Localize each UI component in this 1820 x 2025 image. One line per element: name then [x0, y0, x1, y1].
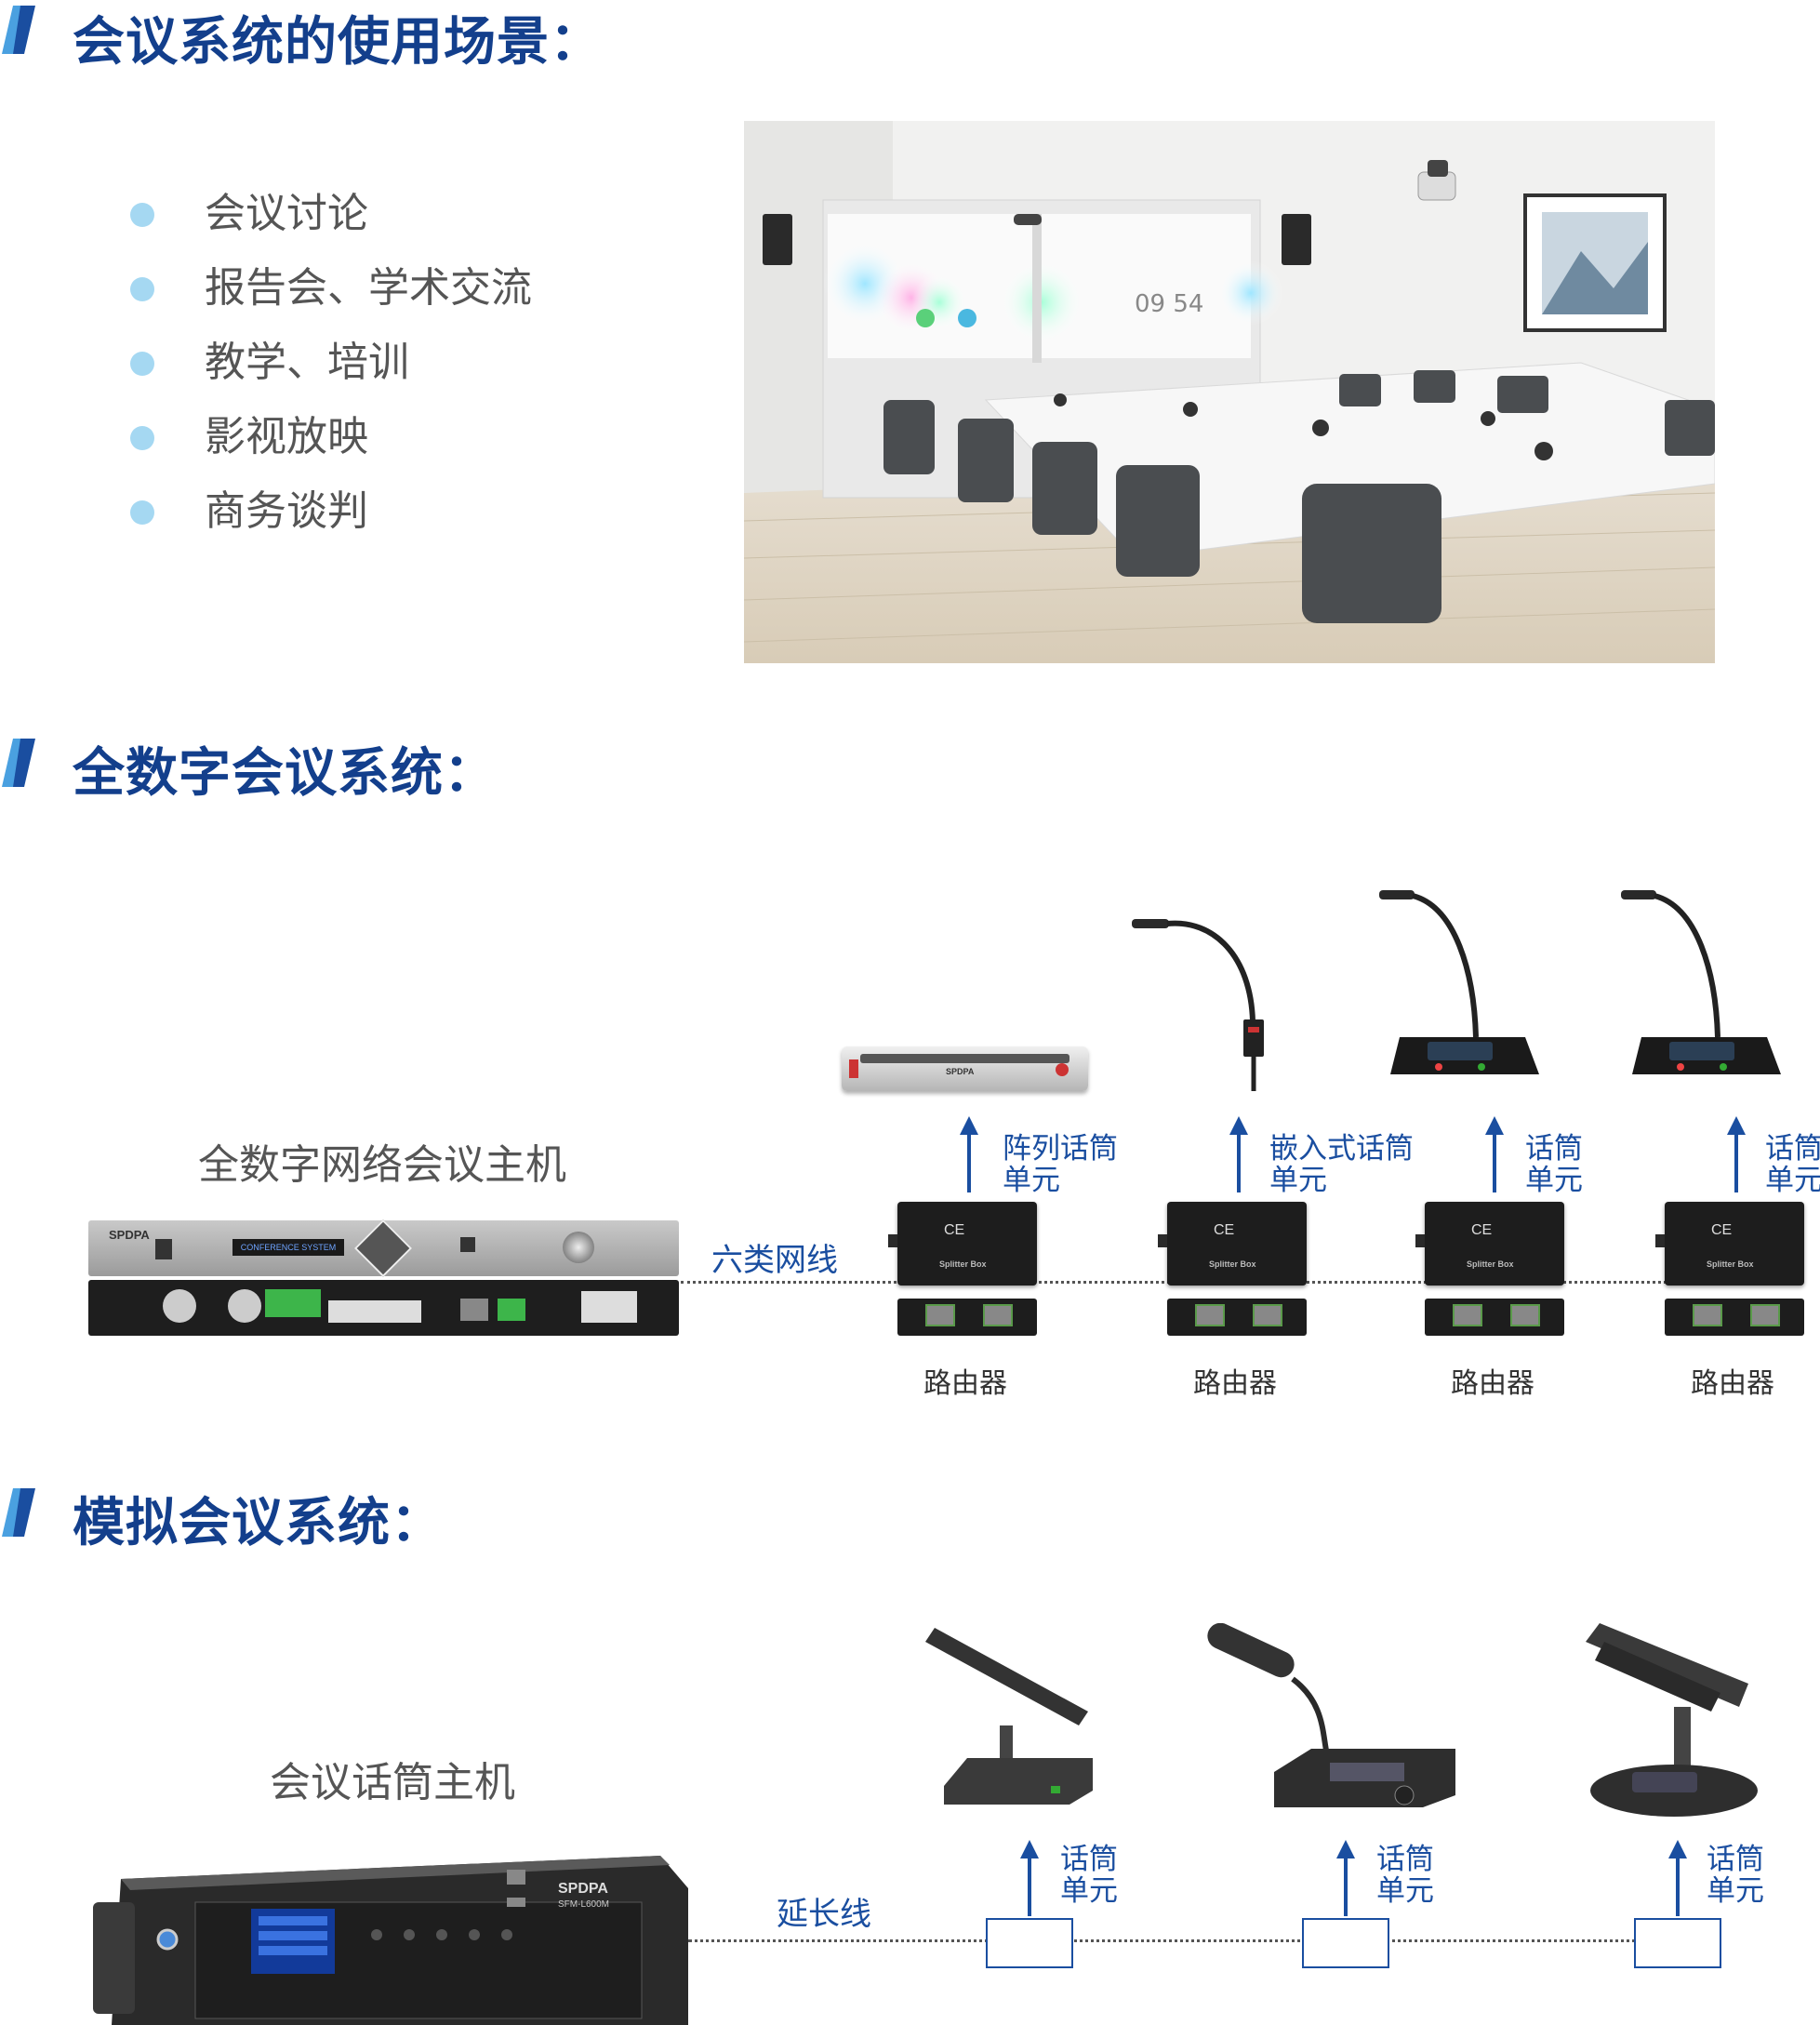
bullet-dot-icon [130, 500, 154, 525]
router-label: 路由器 [1451, 1367, 1534, 1400]
arrow-up-icon [960, 1116, 978, 1192]
desktop-mic-device [1621, 890, 1781, 1074]
embedded-mic-device [1132, 919, 1264, 1091]
router-base [897, 1299, 1037, 1336]
router-splitter-box: CE Splitter Box [888, 1202, 1037, 1286]
router-splitter-box: CE Splitter Box [1158, 1202, 1307, 1286]
section-title-digital: 全数字会议系统： [73, 743, 497, 804]
arrow-up-icon [1229, 1116, 1248, 1192]
router-base [1665, 1299, 1804, 1336]
router-base [1167, 1299, 1307, 1336]
bullet-dot-icon [130, 277, 154, 301]
arrow-up-icon [1727, 1116, 1746, 1192]
arrow-up-icon [1485, 1116, 1504, 1192]
analog-host-model: SFM-L600M [558, 1899, 609, 1910]
unit-label: 话筒 单元 [1525, 1132, 1583, 1197]
digital-cable-label: 六类网线 [711, 1242, 838, 1279]
analog-cable-line [688, 1939, 1720, 1942]
host-brand: SPDPA [109, 1228, 150, 1242]
mic-unit-box [1634, 1918, 1721, 1968]
list-item: 会议讨论 [130, 177, 532, 251]
arrow-up-icon [1020, 1840, 1039, 1916]
conference-room-image: 09 54 [744, 121, 1715, 663]
title-slash-icon [2, 6, 35, 54]
arrow-up-icon [1336, 1840, 1355, 1916]
analog-mic-device [1586, 1623, 1758, 1817]
list-item: 商务谈判 [130, 474, 532, 549]
bullet-dot-icon [130, 203, 154, 227]
analog-host-caption: 会议话筒主机 [270, 1759, 515, 1806]
host-display: CONFERENCE SYSTEM [232, 1239, 344, 1256]
section-title-scenarios: 会议系统的使用场景： [73, 12, 603, 73]
section-title-analog: 模拟会议系统： [73, 1493, 444, 1553]
bullet-dot-icon [130, 426, 154, 450]
analog-mic-device [1207, 1623, 1455, 1807]
unit-label: 话筒 单元 [1060, 1843, 1118, 1908]
digital-host-caption: 全数字网络会议主机 [198, 1141, 566, 1189]
bullet-dot-icon [130, 352, 154, 376]
unit-label: 话筒 单元 [1765, 1132, 1820, 1197]
title-slash-icon [2, 739, 35, 787]
analog-mic-device [925, 1628, 1093, 1805]
router-base [1425, 1299, 1564, 1336]
desktop-mic-device [1379, 890, 1539, 1074]
scenario-list: 会议讨论 报告会、学术交流 教学、培训 影视放映 商务谈判 [130, 177, 532, 549]
unit-label: 话筒 单元 [1707, 1843, 1764, 1908]
router-label: 路由器 [1691, 1367, 1774, 1400]
analog-cable-label: 延长线 [777, 1896, 871, 1933]
mic-unit-box [1302, 1918, 1389, 1968]
unit-label: 话筒 单元 [1376, 1843, 1434, 1908]
router-label: 路由器 [923, 1367, 1007, 1400]
unit-label: 嵌入式话筒 单元 [1269, 1132, 1414, 1197]
list-item: 影视放映 [130, 400, 532, 474]
digital-host-device: SPDPA CONFERENCE SYSTEM [88, 1219, 679, 1337]
array-mic-device: SPDPA [842, 1046, 1088, 1091]
mic-unit-box [986, 1918, 1073, 1968]
router-splitter-box: CE Splitter Box [1655, 1202, 1804, 1286]
router-label: 路由器 [1193, 1367, 1277, 1400]
title-slash-icon [2, 1488, 35, 1537]
arrow-up-icon [1668, 1840, 1687, 1916]
room-screen-time: 09 54 [1135, 290, 1203, 318]
unit-label: 阵列话筒 单元 [1003, 1132, 1118, 1197]
analog-host-brand: SPDPA [558, 1881, 608, 1897]
router-splitter-box: CE Splitter Box [1415, 1202, 1564, 1286]
list-item: 报告会、学术交流 [130, 251, 532, 326]
list-item: 教学、培训 [130, 326, 532, 400]
analog-host-device: SPDPA SFM-L600M [93, 1856, 688, 2025]
